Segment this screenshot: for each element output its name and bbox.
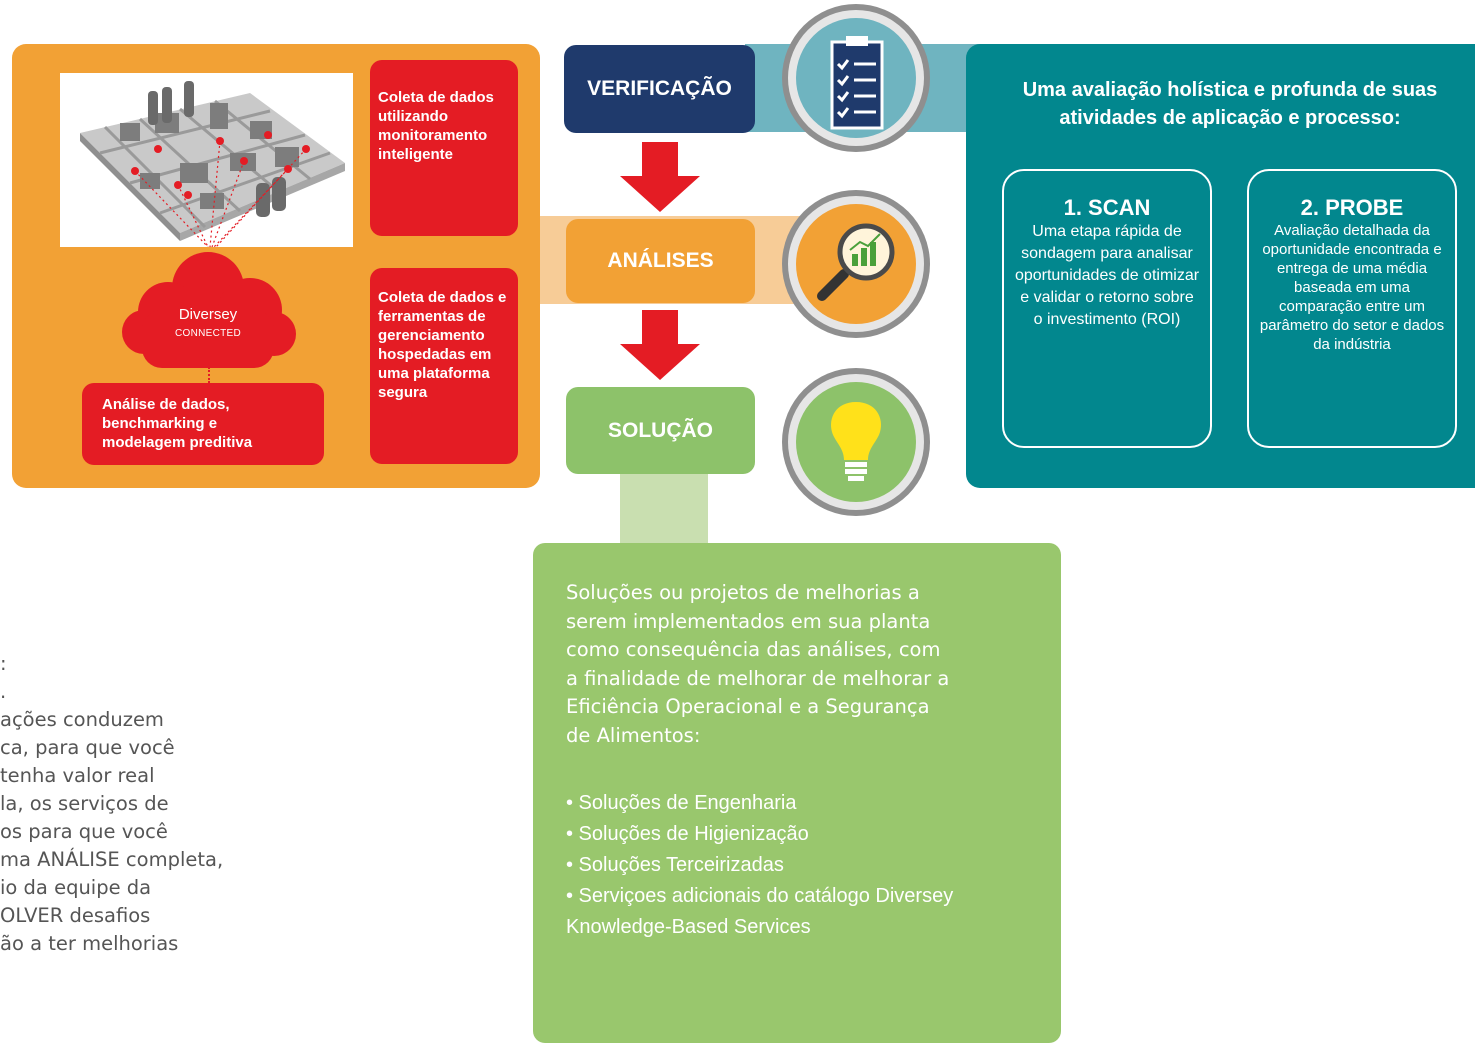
secure-platform-box: Coleta de dados e ferramentas de gerenci… bbox=[370, 268, 518, 464]
probe-card: 2. PROBE Avaliação detalhada da oportuni… bbox=[1247, 169, 1457, 448]
factory-illustration bbox=[60, 73, 353, 247]
list-item: • Soluções Terceirizadas bbox=[566, 854, 784, 876]
green-band bbox=[620, 470, 708, 550]
analysis-box: Análise de dados, benchmarking e modelag… bbox=[82, 383, 324, 465]
text-line: ca, para que você bbox=[0, 736, 175, 759]
text-line: tenha valor real bbox=[0, 764, 155, 787]
teal-panel bbox=[966, 44, 1475, 488]
step-solucao: SOLUÇÃO bbox=[566, 387, 755, 474]
lightbulb-icon bbox=[782, 368, 930, 516]
dotted-connector bbox=[208, 367, 210, 383]
text-line: . bbox=[0, 680, 7, 703]
text-line: ão a ter melhorias bbox=[0, 932, 179, 955]
cloud-brand-label: Diversey bbox=[178, 306, 238, 323]
text-line: la, os serviços de bbox=[0, 792, 169, 815]
scan-text: Uma etapa rápida de sondagem para analis… bbox=[1014, 223, 1200, 328]
down-arrow-icon bbox=[620, 142, 700, 212]
probe-title: 2. PROBE bbox=[1300, 195, 1404, 220]
left-body-text: : . ações conduzem ca, para que você ten… bbox=[0, 650, 290, 1030]
text-line: ações conduzem bbox=[0, 708, 164, 731]
magnifier-chart-icon bbox=[782, 190, 930, 338]
cloud-icon bbox=[122, 252, 296, 368]
text-line: ma ANÁLISE completa, bbox=[0, 848, 224, 871]
text-line: OLVER desafios bbox=[0, 904, 151, 927]
text-line: : bbox=[0, 652, 7, 675]
scan-card: 1. SCAN Uma etapa rápida de sondagem par… bbox=[1002, 169, 1212, 448]
probe-text: Avaliação detalhada da oportunidade enco… bbox=[1259, 222, 1445, 353]
step-analises: ANÁLISES bbox=[566, 219, 755, 303]
step-verificacao: VERIFICAÇÃO bbox=[564, 45, 755, 133]
clipboard-icon bbox=[782, 4, 930, 152]
down-arrow-icon bbox=[620, 310, 700, 380]
cloud-sub-label: CONNECTED bbox=[174, 328, 242, 339]
solutions-panel bbox=[533, 543, 1061, 1043]
text-line: io da equipe da bbox=[0, 876, 152, 899]
teal-heading: Uma avaliação holística e profunda de su… bbox=[1022, 79, 1438, 129]
data-collection-box: Coleta de dados utilizando monitoramento… bbox=[370, 60, 518, 236]
list-item: • Serviçoes adicionais do catálogo Diver… bbox=[566, 885, 954, 938]
list-item: • Soluções de Higienização bbox=[566, 823, 809, 845]
list-item: • Soluções de Engenharia bbox=[566, 792, 797, 814]
solutions-list: • Soluções de Engenharia • Soluções de H… bbox=[566, 788, 1046, 943]
scan-title: 1. SCAN bbox=[1063, 195, 1151, 220]
text-line: os para que você bbox=[0, 820, 168, 843]
solutions-intro: Soluções ou projetos de melhorias a sere… bbox=[566, 581, 950, 747]
